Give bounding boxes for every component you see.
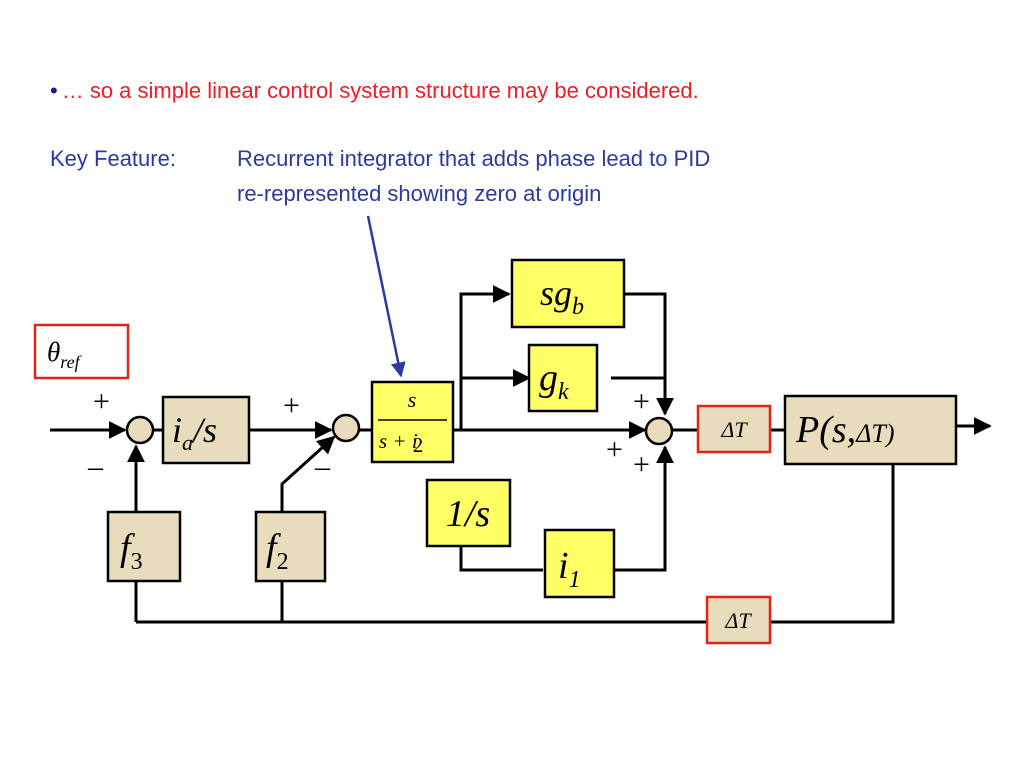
sgb-to-sum3 xyxy=(624,292,674,416)
plant-label: P(s, xyxy=(795,409,856,451)
delta-t-feedback-label: ΔT xyxy=(724,608,752,633)
lead-denominator-subscript: 2 xyxy=(413,433,424,457)
sum2-minus-sign: – xyxy=(314,450,331,483)
sgb-subscript: b xyxy=(572,294,584,320)
i1-to-sum3 xyxy=(614,445,674,572)
theta-ref-block: θref xyxy=(33,323,130,380)
ia-i: i xyxy=(172,410,182,450)
bullet-line: •… so a simple linear control system str… xyxy=(50,78,699,104)
delta-t-feedback-block: ΔT xyxy=(705,595,772,645)
sum-junction-2 xyxy=(331,413,361,443)
f2-block: f2 xyxy=(254,510,327,583)
one-over-s-block: 1/s xyxy=(425,478,512,548)
f3-subscript: 3 xyxy=(131,549,143,575)
lead-denominator: s + i xyxy=(379,429,418,453)
gk-subscript: k xyxy=(558,379,569,405)
sum-junction-1 xyxy=(125,415,155,445)
gk-block: gk xyxy=(527,343,599,413)
i1-block: i1 xyxy=(543,528,616,599)
plant-delta-label: ΔT) xyxy=(855,419,894,448)
bullet-text: … so a simple linear control system stru… xyxy=(61,78,699,103)
ia-rest: /s xyxy=(191,410,217,450)
svg-text:P(s,ΔT): P(s,ΔT) xyxy=(795,409,895,451)
pointer-arrow xyxy=(366,215,406,378)
feedback-line xyxy=(770,464,895,624)
plant-block: P(s,ΔT) xyxy=(783,394,958,466)
sum1-plus-sign: + xyxy=(93,385,110,418)
sum3-top-plus-sign: + xyxy=(633,385,650,418)
sum2-plus-sign: + xyxy=(283,389,300,422)
delta-t-forward-block: ΔT xyxy=(696,404,772,454)
delta-t-forward-label: ΔT xyxy=(720,417,748,442)
ia-subscript: a xyxy=(182,430,193,455)
svg-text:θref: θref xyxy=(47,337,83,372)
key-feature-line1: Recurrent integrator that adds phase lea… xyxy=(237,146,711,171)
lead-numerator: s xyxy=(408,387,417,412)
key-feature-line2: re-represented showing zero at origin xyxy=(237,181,602,206)
svg-text:gk: gk xyxy=(539,357,569,405)
svg-text:s + i2: s + i2 xyxy=(379,429,423,457)
lead-compensator-block: s s + i2 xyxy=(370,380,455,464)
branch-to-sgb xyxy=(459,285,511,430)
svg-text:sgb: sgb xyxy=(540,273,584,320)
sgb-block: sgb xyxy=(510,258,626,329)
one-over-s-label: 1/s xyxy=(446,493,490,535)
sum3-bottom-plus-sign: + xyxy=(633,448,650,481)
key-feature-label: Key Feature: xyxy=(50,146,176,171)
f2-subscript: 2 xyxy=(277,549,289,575)
gk-main: g xyxy=(539,357,558,399)
i1-main: i xyxy=(558,545,569,587)
bullet-marker: • xyxy=(50,78,58,103)
svg-text:i1: i1 xyxy=(558,545,581,593)
f2-to-sum2 xyxy=(280,435,336,512)
sum3-mid-plus-sign: + xyxy=(606,433,623,466)
one-over-s-to-i1 xyxy=(459,546,543,572)
svg-text:ia/s: ia/s xyxy=(172,410,217,455)
theta-symbol: θ xyxy=(47,337,60,367)
i1-subscript: 1 xyxy=(569,567,581,593)
integrator-ia-block: ia/s xyxy=(161,395,251,465)
sgb-main: sg xyxy=(540,273,572,313)
theta-ref-subscript: ref xyxy=(60,352,82,372)
sum1-minus-sign: – xyxy=(87,450,104,483)
f3-block: f3 xyxy=(106,510,182,583)
sum-junction-3 xyxy=(644,416,674,446)
